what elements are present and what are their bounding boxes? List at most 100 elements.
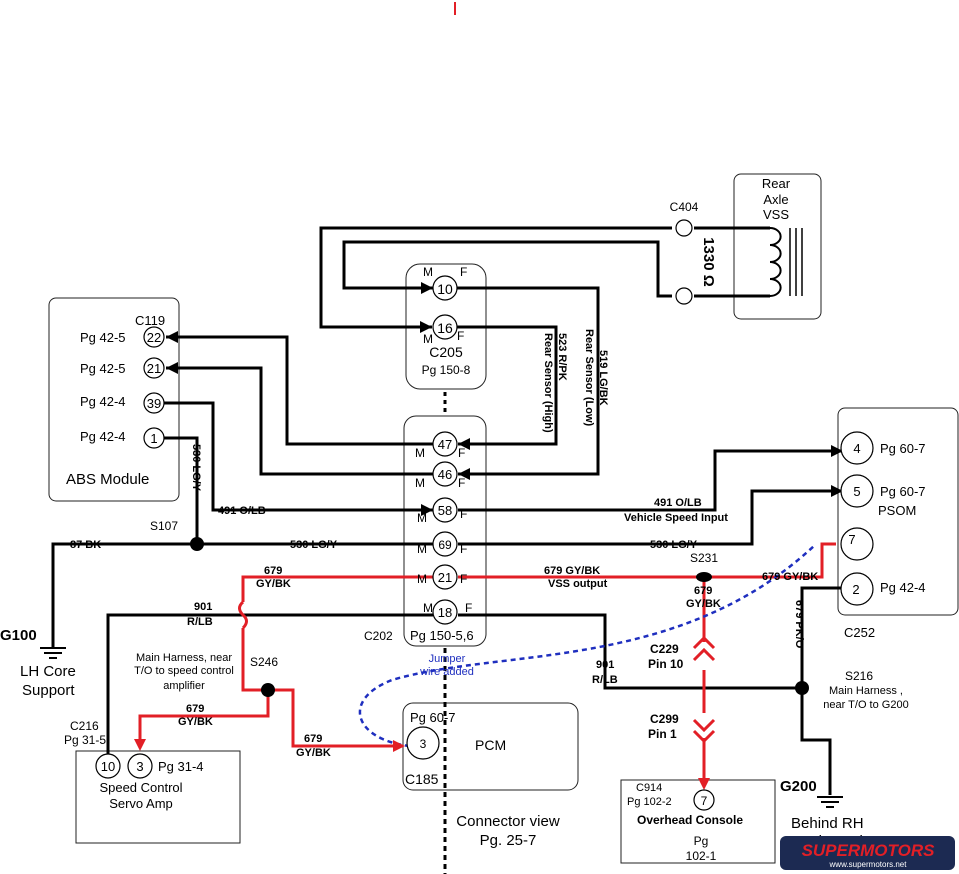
- servo-pin-3: 3: [136, 759, 143, 774]
- abs-connector-label: C119: [135, 313, 165, 328]
- c205-page: Pg 150-8: [422, 363, 471, 377]
- connector-view-label-2: Pg. 25-7: [480, 832, 537, 849]
- arrow-pcm-pin3: [393, 740, 405, 752]
- c202-f-46: F: [458, 476, 465, 490]
- abs-pin-22: 22: [147, 330, 161, 345]
- ground-g100-symbol: [40, 647, 66, 659]
- c229-chevron-2: [692, 647, 716, 662]
- c299-pin-label: Pin 1: [648, 727, 677, 741]
- c202-m-46: M: [415, 476, 425, 490]
- arrow-psom5: [831, 485, 843, 497]
- psom-ref-4: Pg 60-7: [880, 441, 926, 456]
- psom-pin-2: 2: [852, 582, 859, 597]
- s216-desc-2: near T/O to G200: [823, 699, 908, 711]
- c202-m-58: M: [417, 511, 427, 525]
- wire-679-left-code: 679: [264, 565, 282, 577]
- arrow-pin10: [421, 282, 433, 294]
- jumper-label-2: wire added: [419, 666, 474, 678]
- c205-f-top: F: [460, 265, 467, 279]
- vss-label-vss: VSS: [763, 207, 789, 222]
- wire-679-pko: [800, 586, 843, 688]
- c205-m-top: M: [423, 265, 433, 279]
- arrow-psom4: [831, 445, 843, 457]
- g100-desc-2: Support: [22, 682, 75, 699]
- logo-url: www.supermotors.net: [829, 860, 908, 869]
- c299-chevron-1: [692, 718, 716, 733]
- psom-pin-4: 4: [853, 441, 860, 456]
- wire-87bk: [51, 542, 197, 648]
- s216-desc-1: Main Harness ,: [829, 685, 903, 697]
- c404-terminal-bottom: [675, 287, 693, 305]
- c202-pin-18-circle: [432, 599, 458, 625]
- wire-491-right-name: Vehicle Speed Input: [624, 512, 728, 524]
- abs-ref-1: Pg 42-4: [80, 429, 126, 444]
- splice-s246: [261, 683, 275, 697]
- abs-pin-22-circle: [143, 326, 165, 348]
- s231-label: S231: [690, 551, 718, 565]
- overhead-ref-2: 102-1: [686, 849, 717, 863]
- c229-pin-label: Pin 10: [648, 657, 684, 671]
- c202-f-18: F: [465, 601, 472, 615]
- wire-523: [456, 325, 558, 446]
- vss-label-rear: Rear: [762, 176, 791, 191]
- jumper-label-1: Jumper: [429, 653, 466, 665]
- wire-519-name: Rear Sensor (Low): [583, 329, 595, 427]
- servo-connector: C216: [70, 719, 99, 733]
- wire-679-left: [241, 575, 433, 602]
- abs-pin-21: 21: [147, 361, 161, 376]
- wire-679-servo-code: 679: [186, 703, 204, 715]
- pcm-connector: C185: [405, 771, 439, 787]
- supermotors-logo: SUPERMOTORS www.supermotors.net: [780, 836, 955, 870]
- wire-abs22: [166, 335, 433, 446]
- wire-679-to-pcm: [268, 688, 403, 748]
- c229-label: C229: [650, 642, 679, 656]
- c202-m-47: M: [415, 446, 425, 460]
- servo-pin-3-circle: [127, 753, 153, 779]
- wire-to-g200: [800, 688, 832, 795]
- g100-label: G100: [0, 627, 37, 644]
- psom-ref-5: Pg 60-7: [880, 484, 926, 499]
- psom-pin-4-circle: [840, 431, 874, 465]
- wire-519: [457, 286, 600, 476]
- wire-530-vertical: [164, 436, 199, 544]
- pcm-pin-3: 3: [420, 737, 427, 751]
- c202-pin-21: 21: [438, 570, 452, 585]
- psom-connector: C252: [844, 625, 875, 640]
- servo-page: Pg 31-5: [64, 733, 106, 747]
- arrow-pin46: [458, 468, 470, 480]
- c202-page: Pg 150-5,6: [410, 628, 474, 643]
- ground-g200-symbol: [817, 796, 843, 808]
- wire-901-right-color: R/LB: [592, 674, 618, 686]
- c205-pin-10: 10: [437, 281, 453, 297]
- wire-530-right-label: 530 LG/Y: [650, 539, 698, 551]
- arrowheads: [166, 282, 843, 516]
- c202-pin-58: 58: [438, 503, 452, 518]
- c202-pin-18: 18: [438, 605, 452, 620]
- wire-c404-to-pin16: [319, 226, 672, 329]
- wire-523-name: Rear Sensor (High): [542, 333, 554, 433]
- c202-label: C202: [364, 629, 393, 643]
- abs-module-label: ABS Module: [66, 471, 149, 488]
- vss-label-axle: Axle: [763, 192, 788, 207]
- jumper-wire: [358, 544, 816, 748]
- overhead-ref-1: Pg: [694, 834, 709, 848]
- c202-pin-69: 69: [438, 538, 452, 552]
- overhead-pin-7: 7: [701, 794, 708, 808]
- psom-ref-2: Pg 42-4: [880, 580, 926, 595]
- c202-f-47: F: [458, 446, 465, 460]
- servo-label-2: Servo Amp: [109, 796, 173, 811]
- wire-679-crossover: [238, 600, 248, 630]
- wire-679-down-color: GY/BK: [686, 598, 721, 610]
- c404-label: C404: [670, 200, 699, 214]
- c202-f-21: F: [460, 572, 467, 586]
- abs-ref-39: Pg 42-4: [80, 394, 126, 409]
- wire-679-mid-name: VSS output: [548, 578, 608, 590]
- wire-abs21: [166, 366, 433, 476]
- c299-label: C299: [650, 712, 679, 726]
- logo-background: [780, 836, 955, 870]
- wire-491-left-label: 491 O/LB: [218, 505, 266, 517]
- arrow-overhead-pin7: [698, 778, 710, 790]
- wire-87bk-label: 87 BK: [70, 539, 101, 551]
- overhead-page: Pg 102-2: [627, 796, 672, 808]
- c202-m-18: M: [423, 601, 433, 615]
